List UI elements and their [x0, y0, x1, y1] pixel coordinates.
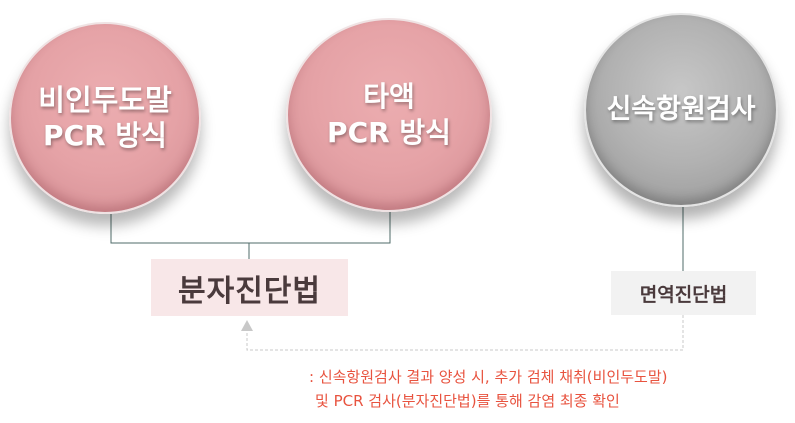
dashed-feedback-path	[246, 315, 684, 351]
molecular-diagnosis-box: 분자진단법	[151, 259, 348, 316]
rapid-antigen-circle: 신속항원검사	[584, 13, 778, 207]
footnote-line2: 및 PCR 검사(분자진단법)를 통해 감염 최종 확인	[315, 392, 620, 410]
dashed-arrowhead	[241, 320, 253, 331]
saliva-pcr-line2: PCR 방식	[327, 116, 451, 149]
footnote-line1: : 신속항원검사 결과 양성 시, 추가 검체 채취(비인두도말)	[309, 368, 668, 386]
footnote: : 신속항원검사 결과 양성 시, 추가 검체 채취(비인두도말) 및 PCR …	[309, 365, 729, 413]
connector-nasal	[110, 212, 391, 244]
nasal-pcr-line1: 비인두도말	[38, 83, 172, 117]
saliva-pcr-line1: 타액	[363, 80, 415, 113]
nasal-pcr-circle: 비인두도말 PCR 방식	[9, 22, 201, 214]
immune-diagnosis-box: 면역진단법	[611, 271, 756, 315]
rapid-antigen-label: 신속항원검사	[606, 94, 756, 125]
nasal-pcr-line2: PCR 방식	[43, 119, 167, 152]
saliva-pcr-circle: 타액 PCR 방식	[286, 18, 492, 212]
